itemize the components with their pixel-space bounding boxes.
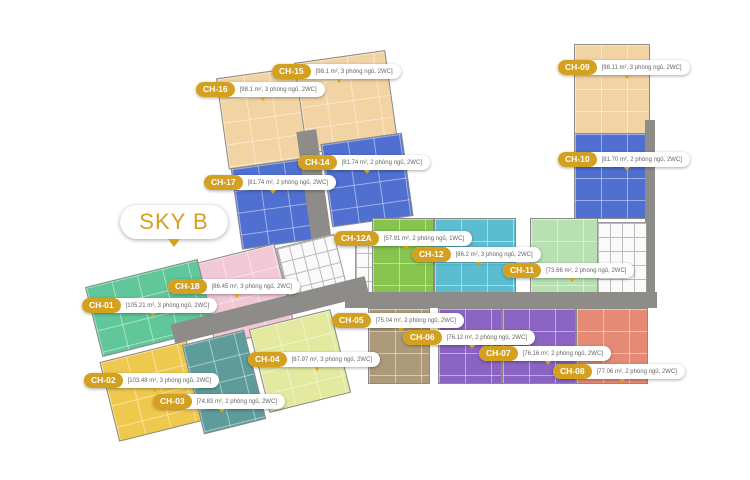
unit-label-ch-04[interactable]: CH-04 [87.97 m², 3 phòng ngủ, 2WC] [248, 352, 380, 371]
unit-ch-10-area[interactable] [574, 133, 646, 219]
unit-details: [81.74 m², 2 phòng ngủ, 2WC] [247, 179, 328, 186]
unit-details: [105.21 m², 3 phòng ngủ, 2WC] [125, 302, 210, 309]
pin-icon [403, 246, 410, 250]
unit-label-ch-14[interactable]: CH-14 [81.74 m², 2 phòng ngủ, 2WC] [298, 155, 430, 174]
unit-details: [86.45 m², 3 phòng ngủ, 2WC] [211, 283, 292, 290]
unit-details: [81.74 m², 2 phòng ngủ, 2WC] [341, 159, 422, 166]
unit-code: CH-14 [298, 155, 337, 170]
unit-label-ch-05[interactable]: CH-05 [75.04 m², 2 phòng ngủ, 2WC] [332, 313, 464, 332]
unit-code: CH-15 [272, 64, 311, 79]
unit-details: [76.12 m², 2 phòng ngủ, 2WC] [446, 334, 527, 341]
pin-icon [618, 379, 625, 383]
unit-label-ch-06[interactable]: CH-06 [76.12 m², 2 phòng ngủ, 2WC] [403, 330, 535, 349]
unit-code: CH-07 [479, 346, 518, 361]
unit-label-ch-07[interactable]: CH-07 [76.16 m², 2 phòng ngủ, 2WC] [479, 346, 611, 365]
corridor-main-right [345, 292, 657, 308]
unit-code: CH-10 [558, 152, 597, 167]
pin-icon [168, 239, 180, 247]
building-name-bubble: SKY B [120, 205, 228, 247]
unit-details: [77.06 m², 2 phòng ngủ, 2WC] [596, 368, 677, 375]
unit-label-ch-09[interactable]: CH-09 [98.11 m², 3 phòng ngủ, 2WC] [558, 60, 690, 79]
unit-details: [57.91 m², 2 phòng ngủ, 1WC] [383, 235, 465, 242]
unit-label-ch-02[interactable]: CH-02 [103.48 m², 3 phòng ngủ, 2WC] [84, 373, 220, 392]
pin-icon [336, 79, 343, 83]
unit-details: [98.1 m², 3 phòng ngủ, 2WC] [315, 68, 393, 75]
unit-details: [75.04 m², 2 phòng ngủ, 2WC] [375, 317, 456, 324]
building-name: SKY B [139, 209, 209, 234]
unit-label-ch-11[interactable]: CH-11 [73.66 m², 2 phòng ngủ, 2WC] [503, 263, 635, 282]
unit-details: [103.48 m², 3 phòng ngủ, 2WC] [127, 377, 212, 384]
pin-icon [363, 170, 370, 174]
unit-label-ch-03[interactable]: CH-03 [74.83 m², 2 phòng ngủ, 2WC] [153, 394, 285, 413]
pin-icon [313, 367, 320, 371]
unit-ch-09-area[interactable] [574, 44, 650, 134]
unit-label-ch-17[interactable]: CH-17 [81.74 m², 2 phòng ngủ, 2WC] [204, 175, 336, 194]
unit-code: CH-18 [168, 279, 207, 294]
core-right [597, 222, 647, 294]
unit-code: CH-06 [403, 330, 442, 345]
unit-label-ch-10[interactable]: CH-10 [81.70 m², 2 phòng ngủ, 2WC] [558, 152, 690, 171]
pin-icon [544, 361, 551, 365]
unit-code: CH-17 [204, 175, 243, 190]
unit-code: CH-02 [84, 373, 123, 388]
pin-icon [233, 294, 240, 298]
unit-code: CH-09 [558, 60, 597, 75]
unit-code: CH-12 [412, 247, 451, 262]
unit-details: [74.83 m², 2 phòng ngủ, 2WC] [196, 398, 277, 405]
unit-code: CH-03 [153, 394, 192, 409]
unit-details: [98.11 m², 3 phòng ngủ, 2WC] [601, 64, 682, 71]
pin-icon [260, 97, 267, 101]
pin-icon [397, 328, 404, 332]
unit-label-ch-08[interactable]: CH-08 [77.06 m², 2 phòng ngủ, 2WC] [553, 364, 685, 383]
unit-label-ch-18[interactable]: CH-18 [86.45 m², 3 phòng ngủ, 2WC] [168, 279, 300, 298]
pin-icon [623, 75, 630, 79]
unit-label-ch-12[interactable]: CH-12 [86.2 m², 3 phòng ngủ, 2WC] [412, 247, 541, 266]
pin-icon [476, 262, 483, 266]
unit-code: CH-08 [553, 364, 592, 379]
unit-label-ch-12a[interactable]: CH-12A [57.91 m², 2 phòng ngủ, 1WC] [334, 231, 473, 250]
pin-icon [151, 388, 158, 392]
unit-details: [76.16 m², 2 phòng ngủ, 2WC] [522, 350, 603, 357]
pin-icon [269, 190, 276, 194]
pin-icon [218, 409, 225, 413]
pin-icon [468, 345, 475, 349]
unit-code: CH-01 [82, 298, 121, 313]
unit-details: [73.66 m², 2 phòng ngủ, 2WC] [546, 267, 627, 274]
unit-label-ch-15[interactable]: CH-15 [98.1 m², 3 phòng ngủ, 2WC] [272, 64, 401, 83]
unit-code: CH-16 [196, 82, 235, 97]
unit-details: [98.1 m², 3 phòng ngủ, 2WC] [239, 86, 317, 93]
unit-label-ch-01[interactable]: CH-01 [105.21 m², 3 phòng ngủ, 2WC] [82, 298, 218, 317]
unit-code: CH-05 [332, 313, 371, 328]
pin-icon [149, 313, 156, 317]
unit-details: [86.2 m², 3 phòng ngủ, 2WC] [455, 251, 533, 258]
unit-code: CH-11 [503, 263, 542, 278]
pin-icon [623, 167, 630, 171]
unit-code: CH-04 [248, 352, 287, 367]
unit-details: [87.97 m², 3 phòng ngủ, 2WC] [291, 356, 372, 363]
corridor-tower-right [645, 120, 655, 295]
unit-details: [81.70 m², 2 phòng ngủ, 2WC] [601, 156, 682, 163]
pin-icon [568, 278, 575, 282]
unit-code: CH-12A [334, 231, 379, 246]
unit-label-ch-16[interactable]: CH-16 [98.1 m², 3 phòng ngủ, 2WC] [196, 82, 325, 101]
